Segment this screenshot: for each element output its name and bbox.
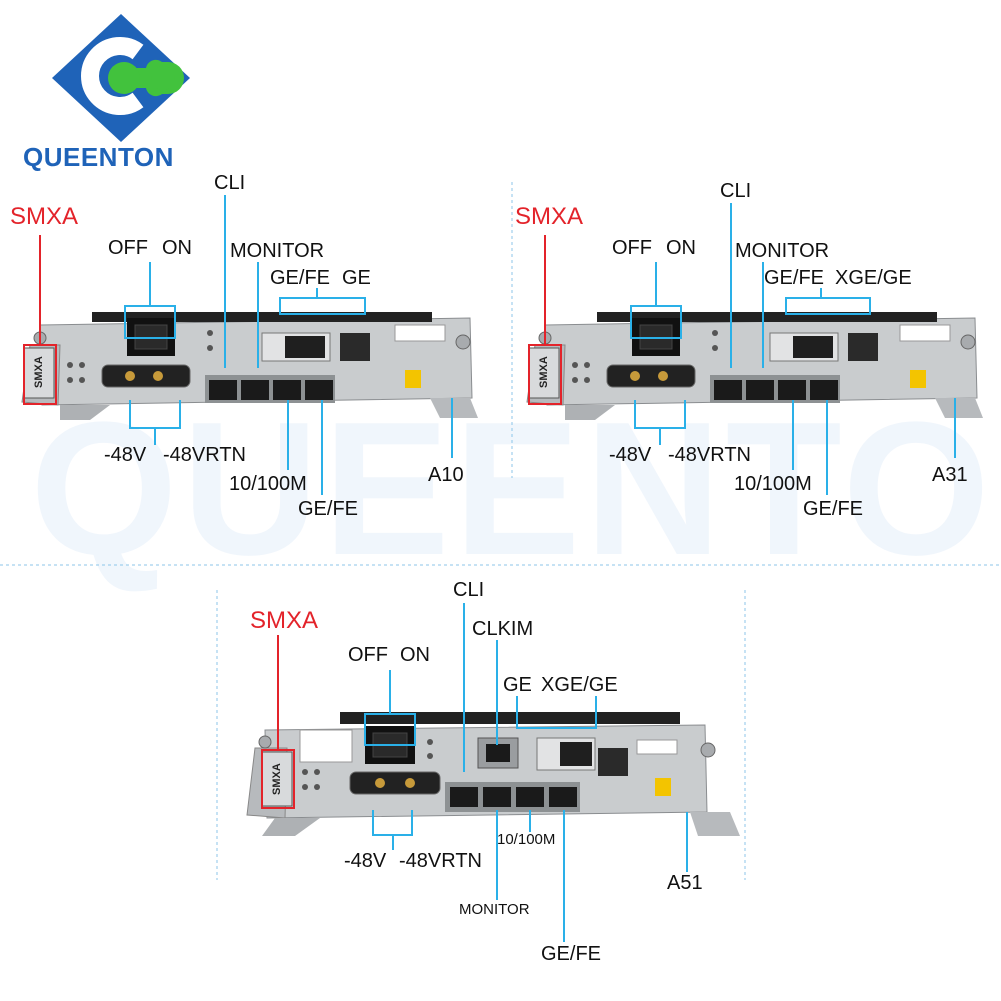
svg-text:SMXA: SMXA: [271, 763, 283, 795]
cli-port-label: CLI: [214, 172, 246, 194]
speed-label: 10/100M: [229, 473, 307, 495]
cli-port-label: CLI: [720, 180, 752, 202]
speed-label: 10/100M: [497, 831, 556, 848]
gefe-top-label: GE/FE: [270, 267, 331, 289]
xge-top-label: XGE/GE: [835, 267, 912, 289]
slot-label: A31: [932, 464, 968, 486]
monitor-bottom-label: MONITOR: [459, 901, 530, 918]
speed-label: 10/100M: [734, 473, 812, 495]
svg-text:SMXA: SMXA: [33, 356, 45, 388]
neg48vrtn-label: -48VRTN: [163, 444, 246, 466]
switch-off-label: OFF: [612, 237, 652, 259]
model-label: SMXA: [10, 203, 79, 230]
switch-on-label: ON: [666, 237, 696, 259]
clkim-port-label: CLKIM: [472, 618, 534, 640]
slot-label: A10: [428, 464, 464, 486]
ge-top-label: GE: [342, 267, 371, 289]
cli-port-label: CLI: [453, 579, 485, 601]
switch-off-label: OFF: [108, 237, 148, 259]
gefe-bottom-label: GE/FE: [298, 498, 359, 520]
neg48v-label: -48V: [104, 444, 147, 466]
switch-on-label: ON: [400, 644, 430, 666]
model-label: SMXA: [515, 203, 584, 230]
neg48vrtn-label: -48VRTN: [399, 850, 482, 872]
neg48v-label: -48V: [344, 850, 387, 872]
model-label: SMXA: [250, 607, 319, 634]
brand-name: QUEENTON: [23, 142, 174, 172]
queenton-logo-icon: [52, 14, 190, 142]
neg48vrtn-label: -48VRTN: [668, 444, 751, 466]
monitor-port-label: MONITOR: [735, 240, 830, 262]
slot-label: A51: [667, 872, 703, 894]
xge-top-label: XGE/GE: [541, 674, 618, 696]
gefe-bottom-label: GE/FE: [803, 498, 864, 520]
neg48v-label: -48V: [609, 444, 652, 466]
gefe-top-label: GE/FE: [764, 267, 825, 289]
gefe-bottom-label: GE/FE: [541, 943, 602, 965]
monitor-port-label: MONITOR: [230, 240, 325, 262]
switch-on-label: ON: [162, 237, 192, 259]
switch-off-label: OFF: [348, 644, 388, 666]
ge-top-label: GE: [503, 674, 532, 696]
svg-text:SMXA: SMXA: [538, 356, 550, 388]
watermark-text: QUEENTON: [30, 383, 1001, 595]
